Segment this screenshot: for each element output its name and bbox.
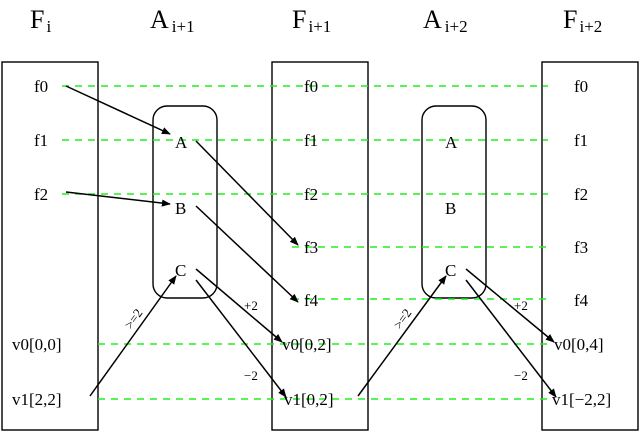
- frame-i2-label-f0: f0: [574, 77, 588, 96]
- action-i1-node-c: C: [175, 261, 186, 280]
- frame-i-label-f2: f2: [34, 185, 48, 204]
- edge-label-cond-1: >=2: [121, 306, 145, 332]
- frame-box-i1: [271, 61, 369, 431]
- frame-i-labels: f0 f1 f2 v0[0,0] v1[2,2]: [12, 77, 62, 409]
- edge-c-to-v0: [195, 268, 283, 343]
- frame-i1-label-v0: v0[0,2]: [282, 335, 332, 354]
- action-i2-node-c: C: [445, 261, 456, 280]
- edge-b-to-f4: [195, 205, 299, 303]
- edge-label-cond-2: >=2: [390, 306, 414, 332]
- fact-lines: [62, 85, 548, 400]
- frame-i1-label-f4: f4: [304, 291, 319, 310]
- action-i1-node-a: A: [175, 133, 188, 152]
- frame-i-label-f1: f1: [34, 131, 48, 150]
- edge-c2-to-v1: [465, 279, 557, 398]
- frame-i-label-v0: v0[0,0]: [12, 335, 62, 354]
- edge-f0-to-a: [65, 85, 171, 135]
- action-i2-node-b: B: [445, 199, 456, 218]
- frame-i2-label-f2: f2: [574, 185, 588, 204]
- frame-i2-label-f4: f4: [574, 291, 589, 310]
- frame-i2-label-v0: v0[0,4]: [554, 335, 604, 354]
- frame-i2-label-v1: v1[−2,2]: [552, 390, 611, 409]
- frame-i1-label-v1: v1[0,2]: [284, 390, 334, 409]
- edge-label-dec-2: −2: [514, 368, 528, 383]
- frame-i2-label-f1: f1: [574, 131, 588, 150]
- edge-label-inc-1: +2: [244, 298, 258, 313]
- frame-i1-labels: f0 f1 f2 f3 f4 v0[0,2] v1[0,2]: [282, 77, 334, 409]
- edges: [65, 85, 557, 398]
- edge-label-dec-1: −2: [244, 368, 258, 383]
- action-i1-node-b: B: [175, 199, 186, 218]
- edge-c2-to-v0: [465, 268, 555, 343]
- action-i1-labels: A B C: [175, 133, 188, 280]
- edge-v1-to-c: [89, 275, 177, 397]
- frame-i1-label-f0: f0: [304, 77, 318, 96]
- edge-a-to-f3: [195, 140, 299, 246]
- action-box-i2: [421, 105, 487, 299]
- edge-f2-to-b: [65, 191, 171, 207]
- frame-i1-label-f2: f2: [304, 185, 318, 204]
- frame-i2-labels: f0 f1 f2 f3 f4 v0[0,4] v1[−2,2]: [552, 77, 611, 409]
- frame-i-label-f0: f0: [34, 77, 48, 96]
- frame-i1-label-f1: f1: [304, 131, 318, 150]
- edge-c-to-v1: [195, 279, 287, 398]
- edge-v1-to-c2: [357, 275, 447, 397]
- frame-i1-label-f3: f3: [304, 238, 318, 257]
- action-i2-node-a: A: [445, 133, 458, 152]
- edge-label-inc-2: +2: [514, 298, 528, 313]
- frame-i2-label-f3: f3: [574, 238, 588, 257]
- frame-i-label-v1: v1[2,2]: [12, 390, 62, 409]
- action-i2-labels: A B C: [445, 133, 458, 280]
- frame-box-i2: [541, 61, 639, 431]
- frame-box-i: [1, 61, 99, 431]
